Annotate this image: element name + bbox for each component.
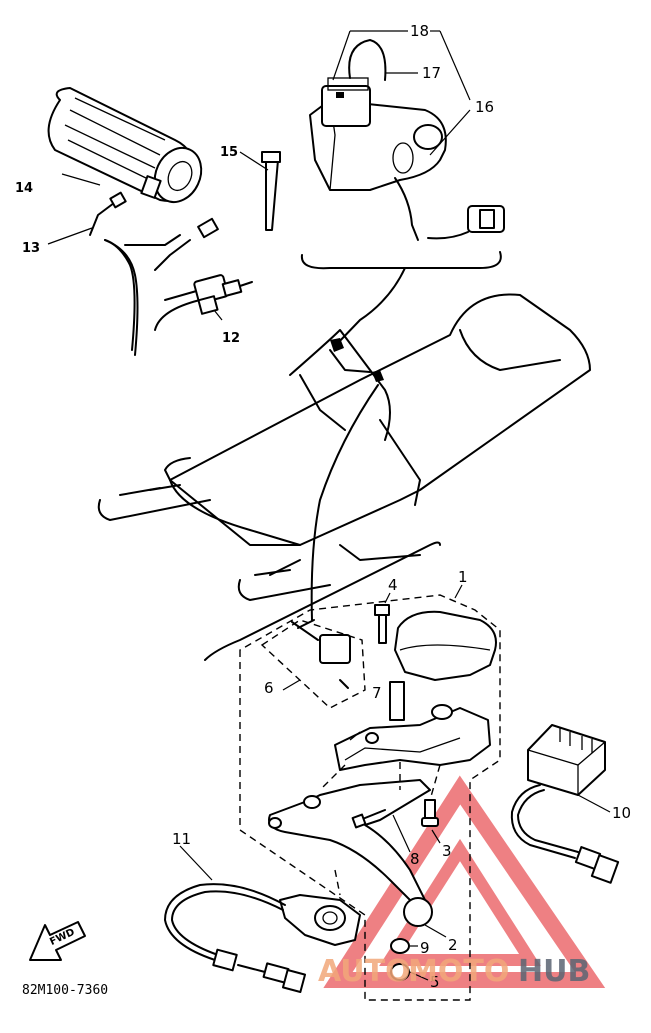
- handlebar-grip: [47, 87, 203, 204]
- callout-2: 2: [448, 936, 458, 954]
- svg-text:HUB: HUB: [518, 954, 590, 989]
- snowmobile-body: [97, 293, 591, 601]
- callout-16: 15: [220, 145, 238, 160]
- bolt-item-4: [374, 604, 390, 644]
- callout-7: 7: [372, 684, 382, 702]
- grip-heater-wire: [89, 191, 219, 356]
- callout-14: 18: [410, 22, 429, 40]
- washer-item-9: [390, 938, 410, 954]
- callout-11: 11: [172, 830, 191, 848]
- switch-small: [291, 619, 351, 689]
- callout-8-a: 8: [410, 850, 420, 868]
- sensor-connector: [212, 948, 238, 972]
- heater-switch: [193, 274, 253, 315]
- throttle-cable-lower: [310, 384, 379, 621]
- watermark-text: AUTO MOTO HUB: [318, 954, 590, 989]
- spacer-item-7: [389, 681, 405, 721]
- callout-3: 3: [442, 842, 452, 860]
- throttle-sensor: [279, 894, 361, 946]
- callout-17: 13: [22, 241, 40, 256]
- bolt-item-3: [421, 799, 439, 827]
- cable-tie: [261, 151, 281, 231]
- part-code: 82M100-7360: [22, 983, 108, 998]
- controller-module: [510, 724, 620, 884]
- callout-4: 4: [388, 576, 398, 594]
- callout-12: 16: [475, 98, 494, 116]
- callout-10: 10: [612, 804, 631, 822]
- callout-18: 12: [222, 331, 240, 346]
- fwd-arrow: FWD: [29, 921, 86, 961]
- nut-item-5: [390, 963, 410, 981]
- throttle-cable: [335, 267, 406, 346]
- throttle-housing: [300, 39, 505, 270]
- throttle-bracket: [334, 704, 491, 771]
- ball-item-2: [403, 897, 433, 927]
- callout-1: 1: [458, 568, 468, 586]
- svg-text:MOTO: MOTO: [408, 954, 509, 989]
- callout-6: 6: [264, 679, 274, 697]
- callout-13: 17: [422, 64, 441, 82]
- callout-5: 5: [430, 973, 440, 991]
- callout-9: 9: [420, 939, 430, 957]
- throttle-cover: [394, 610, 497, 681]
- callout-15: 14: [15, 181, 33, 196]
- svg-text:AUTO: AUTO: [318, 954, 411, 989]
- screw-item-8: [351, 809, 386, 829]
- assembly-boundary: [239, 594, 501, 1001]
